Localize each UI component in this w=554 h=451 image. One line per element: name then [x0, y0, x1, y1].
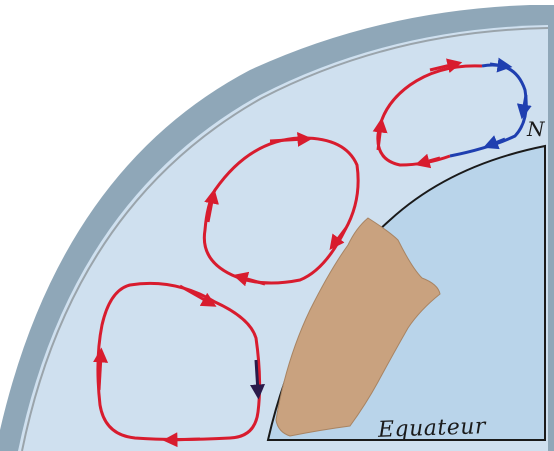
equator-label: Equateur — [378, 414, 487, 443]
cell-2-arrow-top — [270, 139, 305, 141]
cell-3-arrow-topright — [490, 64, 505, 66]
cell-1-arrow-left — [99, 355, 101, 390]
cell-1-arrow-right — [256, 360, 258, 392]
pole-label: N — [527, 117, 545, 141]
cell-1-arrow-bottom — [170, 439, 200, 440]
